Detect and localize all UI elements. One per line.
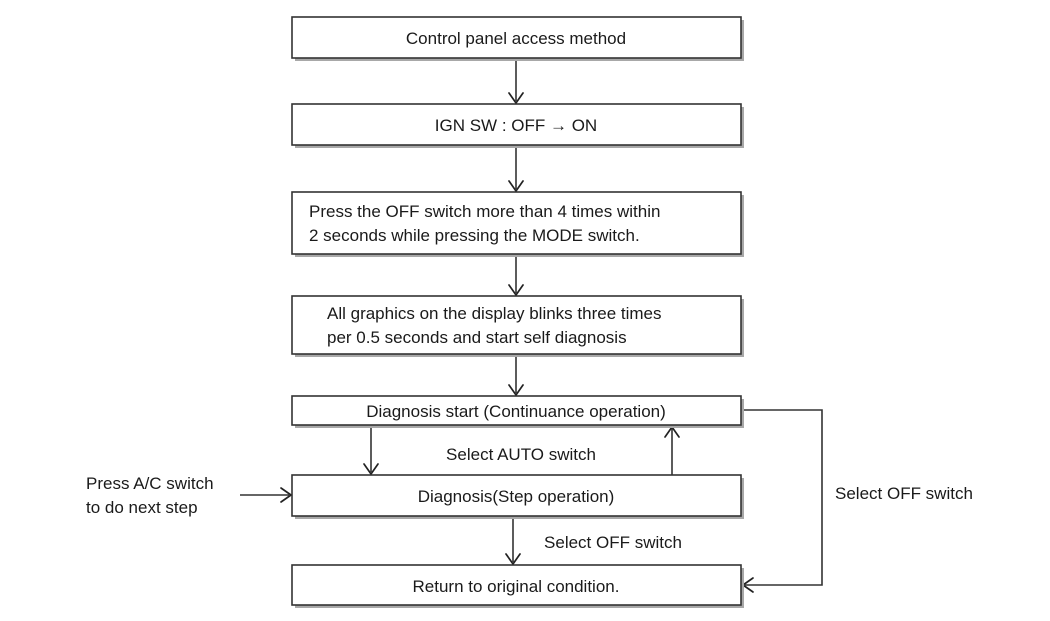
node-diagnosis-start: Diagnosis start (Continuance operation) [291,395,744,428]
node-label-n3-line1: Press the OFF switch more than 4 times w… [309,202,660,221]
node-label-n2: IGN SW : OFF → ON [435,116,597,135]
connector-n6-to-n5 [664,426,680,475]
connector-n5-to-n6 [363,425,379,475]
node-diagnosis-step-operation: Diagnosis(Step operation) [291,474,744,519]
node-label-n5: Diagnosis start (Continuance operation) [366,402,666,421]
node-label-n1: Control panel access method [406,29,626,48]
node-control-panel-access-method: Control panel access method [291,16,744,61]
connector-n2-to-n3 [508,145,524,192]
annotation-line-1: Press A/C switch [86,474,214,493]
node-label-n4-line2: per 0.5 seconds and start self diagnosis [327,328,627,347]
annotation-line-2: to do next step [86,498,198,517]
edge-label-select-auto-switch: Select AUTO switch [446,445,596,464]
node-return-to-original-condition: Return to original condition. [291,564,744,608]
node-label-n6: Diagnosis(Step operation) [418,487,615,506]
annotation-press-ac-switch: Press A/C switch to do next step [86,474,214,517]
connector-n1-to-n2 [508,58,524,104]
connector-n4-to-n5 [508,354,524,396]
edge-label-select-off-switch-middle: Select OFF switch [544,533,682,552]
node-press-off-switch-instruction: Press the OFF switch more than 4 times w… [291,191,744,257]
connector-n6-to-n7 [505,516,521,565]
node-label-n7: Return to original condition. [413,577,620,596]
edge-label-select-off-switch-right: Select OFF switch [835,484,973,503]
connector-n5-to-n7-loop [741,409,823,593]
annotation-arrow-to-diagnosis-step [240,487,292,503]
node-label-n3-line2: 2 seconds while pressing the MODE switch… [309,226,640,245]
node-ign-sw-off-on: IGN SW : OFF → ON [291,103,744,148]
connector-n3-to-n4 [508,254,524,296]
node-all-graphics-blink: All graphics on the display blinks three… [291,295,744,357]
node-label-n4-line1: All graphics on the display blinks three… [327,304,662,323]
